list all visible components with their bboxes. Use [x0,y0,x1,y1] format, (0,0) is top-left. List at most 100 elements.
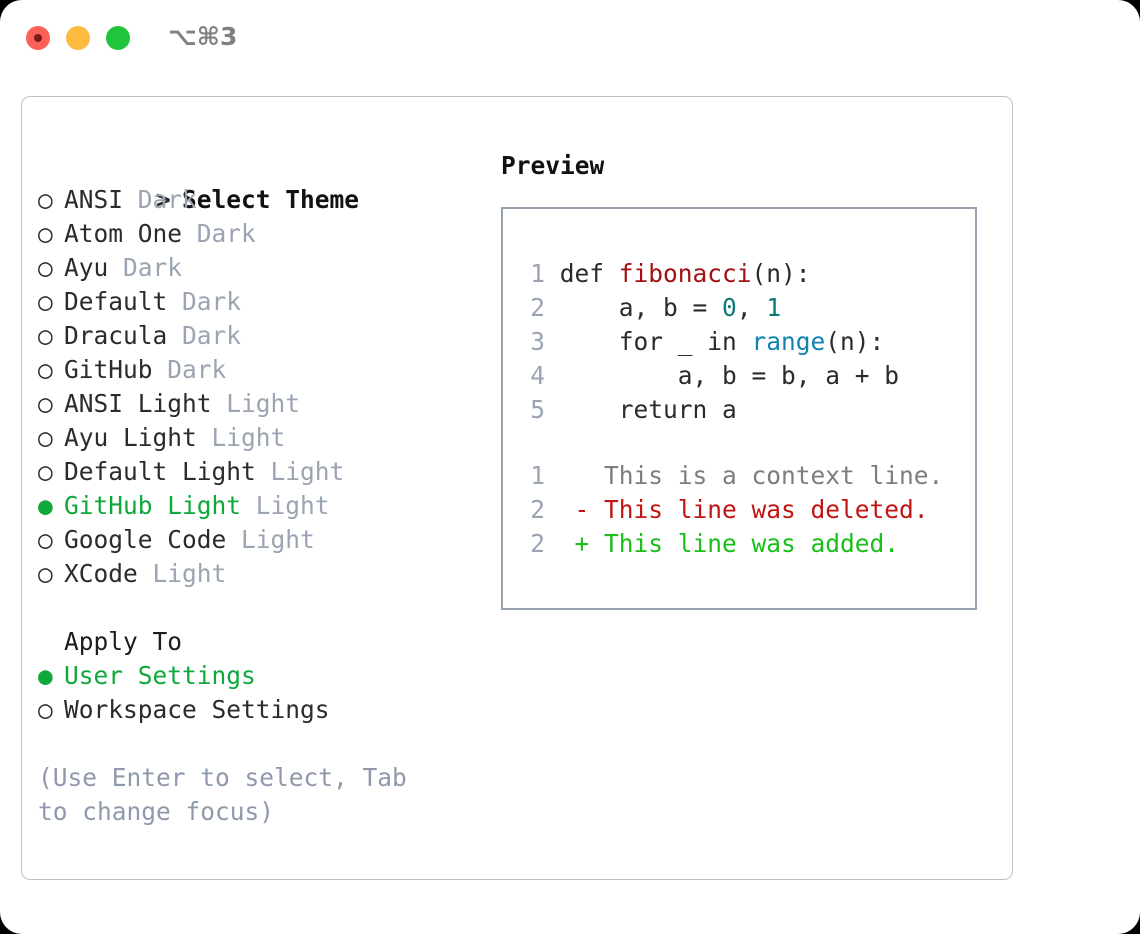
theme-name-label: GitHub [64,355,153,384]
line-number: 2 [530,293,545,322]
code-token-plain: a, b = [559,293,723,322]
line-number: 2 [530,495,545,524]
apply-to-item[interactable]: ○Workspace Settings [38,693,488,727]
diff-line: 2 - This line was deleted. [519,493,943,527]
theme-variant-tag: Light [211,389,301,418]
theme-name-label: Ayu [64,253,109,282]
code-line: 5 return a [519,393,899,427]
theme-list-item[interactable]: ○ Ayu Dark [38,251,488,285]
code-token-plain: (n): [825,327,885,356]
code-token-plain: , [736,293,767,322]
code-token-num: 0 [722,293,737,322]
code-token-plain: (n): [751,259,811,288]
theme-name-label: Google Code [64,525,227,554]
theme-list-item[interactable]: ● GitHub Light Light [38,489,488,523]
line-number: 3 [530,327,545,356]
theme-list-item[interactable]: ○Atom One Dark [38,217,488,251]
theme-list-item[interactable]: ○ XCode Light [38,557,488,591]
theme-list-item[interactable]: ○ ANSI Dark [38,183,488,217]
code-token-builtin: range [751,327,826,356]
code-token-plain: def [559,259,619,288]
theme-list-item[interactable]: ○ ANSI Light Light [38,387,488,421]
radio-unselected-icon: ○ [38,559,53,588]
radio-selected-icon: ● [38,661,53,690]
radio-unselected-icon: ○ [38,355,53,384]
code-token-plain: a, b = b, a + b [559,361,900,390]
theme-list-header-label: Select Theme [182,185,360,214]
theme-variant-tag: Light [196,423,286,452]
diff-text: This line was added. [604,529,900,558]
diff-text: This is a context line. [604,461,944,490]
apply-to-item[interactable]: ● User Settings [38,659,488,693]
radio-unselected-icon: ○ [38,219,53,248]
radio-selected-icon: ● [38,491,53,520]
code-line: 1 def fibonacci(n): [519,257,899,291]
theme-name-label: Ayu Light [64,423,197,452]
theme-variant-tag: Light [241,491,330,520]
diff-marker [545,461,604,490]
line-number: 4 [530,361,545,390]
theme-name-label: Dracula [64,321,168,350]
code-token-plain: return a [559,395,737,424]
diff-marker: - [545,495,605,524]
close-window-button[interactable] [26,26,50,50]
theme-variant-tag: Light [137,559,227,588]
theme-variant-tag: Dark [167,321,242,350]
radio-unselected-icon: ○ [38,253,53,282]
code-token-plain: for _ in [559,327,752,356]
theme-list-item[interactable]: ○ Default Dark [38,285,488,319]
diff-marker: + [545,529,605,558]
theme-name-label: Default Light [64,457,256,486]
radio-unselected-icon: ○ [38,389,53,418]
theme-list-header: > Select Theme [38,149,488,214]
theme-list-item[interactable]: ○ Google Code Light [38,523,488,557]
theme-name-label: XCode [64,559,138,588]
theme-list-item[interactable]: ○ Default Light Light [38,455,488,489]
theme-variant-tag: Light [226,525,315,554]
radio-unselected-icon: ○ [38,423,53,452]
theme-variant-tag: Dark [108,253,183,282]
diff-text: This line was deleted. [604,495,929,524]
prompt-caret-icon: > [156,185,171,214]
radio-unselected-icon: ○ [38,321,53,350]
diff-preview: 1 This is a context line.2 - This line w… [519,459,943,561]
theme-list-item[interactable]: ○ Dracula Dark [38,319,488,353]
theme-variant-tag: Dark [182,219,256,248]
theme-name-label: ANSI Light [64,389,212,418]
keyboard-hint-text: (Use Enter to select, Tab to change focu… [38,763,422,826]
title-bar: ⌥⌘3 [0,0,1140,76]
theme-variant-tag: Light [255,457,345,486]
apply-to-label: User Settings [64,661,256,690]
code-line: 4 a, b = b, a + b [519,359,899,393]
line-number: 5 [530,395,545,424]
radio-unselected-icon: ○ [38,287,53,316]
apply-to-list[interactable]: ● User Settings ○Workspace Settings [38,659,488,727]
theme-name-label: GitHub Light [64,491,242,520]
line-number: 2 [530,529,545,558]
theme-list-item[interactable]: ○ Ayu Light Light [38,421,488,455]
main-panel: >Select Theme ○ANSI Dark○Atom One Dark○A… [21,96,1013,880]
minimize-window-button[interactable] [66,26,90,50]
theme-list-item[interactable]: ○GitHub Dark [38,353,488,387]
line-number: 1 [530,259,545,288]
radio-unselected-icon: ○ [38,525,53,554]
keyboard-shortcut-label: ⌥⌘3 [168,22,238,51]
theme-name-label: Default [64,287,168,316]
theme-name-label: ANSI [64,185,124,214]
radio-unselected-icon: ○ [38,457,53,486]
preview-title: Preview [501,151,605,180]
code-token-num: 1 [766,293,782,322]
theme-list[interactable]: ○ANSI Dark○Atom One Dark○Ayu Dark○Defaul… [38,183,488,591]
maximize-window-button[interactable] [106,26,130,50]
radio-unselected-icon: ○ [38,695,53,724]
code-line: 2 a, b = 0, 1 [519,291,899,325]
diff-line: 2 + This line was added. [519,527,943,561]
diff-line: 1 This is a context line. [519,459,943,493]
theme-variant-tag: Dark [167,287,242,316]
code-line: 3 for _ in range(n): [519,325,899,359]
radio-unselected-icon: ○ [38,185,53,214]
theme-variant-tag: Dark [123,185,197,214]
